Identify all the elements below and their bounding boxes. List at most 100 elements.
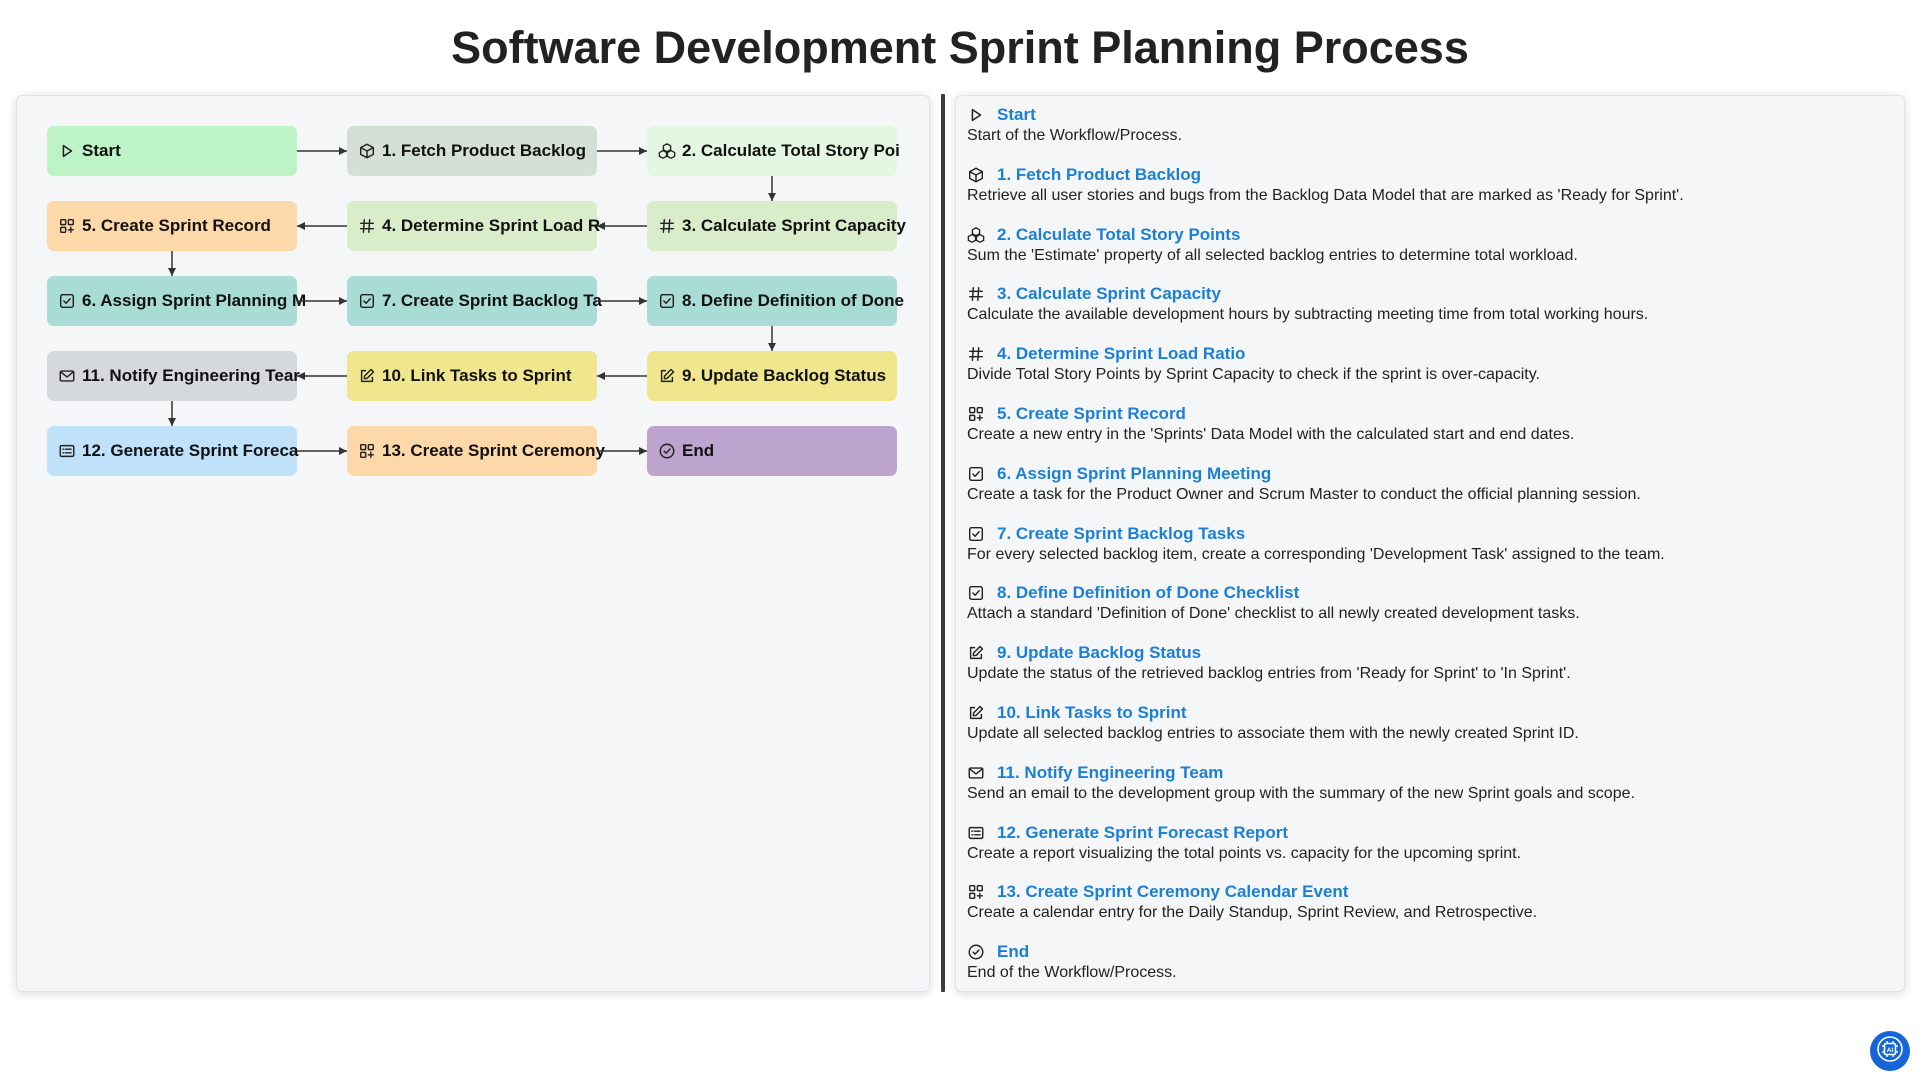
flow-node-label: 3. Calculate Sprint Capacity [682,216,906,235]
step-title-link[interactable]: 13. Create Sprint Ceremony Calendar Even… [997,882,1349,902]
flow-node-label: 11. Notify Engineering Tear [82,366,300,385]
flow-node-label: 4. Determine Sprint Load R [382,216,601,235]
step-header: 5. Create Sprint Record [967,404,1887,424]
step-description: Calculate the available development hour… [967,306,1649,324]
step-title-link[interactable]: 9. Update Backlog Status [997,643,1202,663]
step-title-link[interactable]: 11. Notify Engineering Team [997,762,1224,782]
flow-node[interactable]: 8. Define Definition of Done [647,276,904,326]
step-description: Retrieve all user stories and bugs from … [967,186,1684,204]
step-title-link[interactable]: 2. Calculate Total Story Points [997,224,1241,244]
flow-node-label: 8. Define Definition of Done [682,291,904,310]
checkbox-icon [967,525,985,543]
step-title-link[interactable]: 3. Calculate Sprint Capacity [997,284,1221,304]
flow-node-label: 9. Update Backlog Status [682,366,887,385]
step-description: Send an email to the development group w… [967,784,1635,802]
step-description: Sum the 'Estimate' property of all selec… [967,246,1578,264]
step-header: 12. Generate Sprint Forecast Report [967,823,1887,843]
flow-node[interactable]: 12. Generate Sprint Foreca [47,426,299,476]
cube-icon [967,166,985,184]
step-title-link[interactable]: 12. Generate Sprint Forecast Report [997,822,1288,842]
play-icon [58,142,76,160]
flow-node[interactable]: 11. Notify Engineering Tear [47,351,300,401]
edit-icon [658,367,676,385]
flow-node-label: 12. Generate Sprint Foreca [82,441,299,460]
step-header: 8. Define Definition of Done Checklist [967,583,1887,603]
step-header: Start [967,105,1887,125]
step-title-link[interactable]: 5. Create Sprint Record [997,404,1186,423]
calculator-hash-icon [967,285,985,303]
flow-node-label: 5. Create Sprint Record [82,216,271,235]
step-header: 11. Notify Engineering Team [967,763,1887,783]
flow-node[interactable]: 4. Determine Sprint Load R [347,201,601,251]
checkbox-icon [658,292,676,310]
flow-node-label: 6. Assign Sprint Planning M [82,291,307,310]
check-circle-icon [967,943,985,961]
step-title-link[interactable]: 10. Link Tasks to Sprint [997,703,1187,722]
flow-node[interactable]: Start [47,126,297,176]
flow-node[interactable]: 10. Link Tasks to Sprint [347,351,597,401]
flow-node[interactable]: 1. Fetch Product Backlog [347,126,597,176]
grid-plus-icon [58,217,76,235]
flow-node[interactable]: 7. Create Sprint Backlog Ta [347,276,602,326]
grid-plus-icon [967,883,985,901]
checkbox-icon [58,292,76,310]
flow-node-label: End [682,441,715,460]
cube-icon [358,142,376,160]
step-header: 3. Calculate Sprint Capacity [967,284,1887,304]
step-header: 6. Assign Sprint Planning Meeting [967,464,1887,484]
cubes-icon [967,226,985,244]
step-header: 13. Create Sprint Ceremony Calendar Even… [967,882,1887,902]
step-header: 1. Fetch Product Backlog [967,165,1887,185]
step-header: End [967,942,1887,962]
step-title-link[interactable]: End [997,942,1030,962]
calculator-hash-icon [658,217,676,235]
ai-chip-icon: AI [1876,1035,1904,1068]
edit-icon [967,644,985,662]
checkbox-icon [967,584,985,602]
step-header: 7. Create Sprint Backlog Tasks [967,524,1887,544]
step-description: Attach a standard 'Definition of Done' c… [967,605,1580,623]
step-header: 10. Link Tasks to Sprint [967,703,1887,723]
step-title-link[interactable]: Start [997,105,1036,124]
flow-node[interactable]: 9. Update Backlog Status [647,351,897,401]
step-description: Create a calendar entry for the Daily St… [967,904,1538,922]
step-header: 2. Calculate Total Story Points [967,225,1887,245]
flow-node-label: 2. Calculate Total Story Poi [682,141,900,160]
flow-node-label: 1. Fetch Product Backlog [382,141,587,160]
flow-node[interactable]: 13. Create Sprint Ceremony [347,426,605,476]
flow-node[interactable]: 5. Create Sprint Record [47,201,297,251]
step-title-link[interactable]: 6. Assign Sprint Planning Meeting [997,463,1272,483]
step-title-link[interactable]: 7. Create Sprint Backlog Tasks [997,523,1246,543]
flow-node[interactable]: End [647,426,897,476]
step-description: Update the status of the retrieved backl… [967,665,1571,683]
step-title-link[interactable]: 8. Define Definition of Done Checklist [997,583,1300,603]
flow-node-label: 7. Create Sprint Backlog Ta [382,291,602,310]
flow-node[interactable]: 2. Calculate Total Story Poi [647,126,900,176]
list-item: 13. Create Sprint Ceremony Calendar Even… [967,882,1887,922]
flow-node[interactable]: 6. Assign Sprint Planning M [47,276,306,326]
step-description: End of the Workflow/Process. [967,964,1177,982]
ai-assistant-button[interactable]: AI [1870,1031,1910,1071]
play-icon [967,106,985,124]
panel-divider[interactable] [941,94,945,992]
checkbox-icon [967,465,985,483]
cubes-icon [658,142,676,160]
report-icon [967,824,985,842]
grid-plus-icon [358,442,376,460]
step-description: Create a new entry in the 'Sprints' Data… [967,426,1575,443]
step-title-link[interactable]: 1. Fetch Product Backlog [997,164,1202,184]
step-title-link[interactable]: 4. Determine Sprint Load Ratio [997,344,1246,364]
flow-node[interactable]: 3. Calculate Sprint Capacity [647,201,906,251]
checkbox-icon [358,292,376,310]
edit-icon [967,704,985,722]
step-description: Start of the Workflow/Process. [967,127,1182,144]
